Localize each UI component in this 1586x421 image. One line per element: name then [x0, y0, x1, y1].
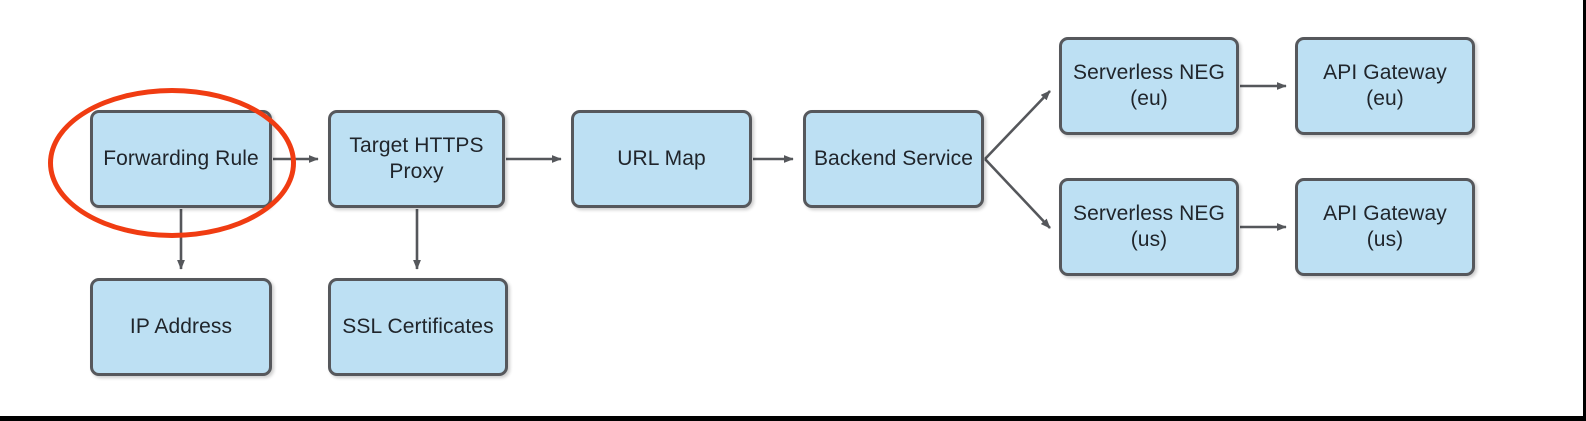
node-api-gateway-eu[interactable]: API Gateway (eu) [1295, 37, 1475, 135]
node-backend-service[interactable]: Backend Service [803, 110, 984, 208]
node-serverless-neg-eu[interactable]: Serverless NEG (eu) [1059, 37, 1239, 135]
edge-backend-service-to-serverless-neg-eu [984, 90, 1051, 160]
node-api-gateway-us[interactable]: API Gateway (us) [1295, 178, 1475, 276]
edge-backend-service-to-serverless-neg-us [984, 158, 1051, 229]
node-serverless-neg-us[interactable]: Serverless NEG (us) [1059, 178, 1239, 276]
node-ip-address[interactable]: IP Address [90, 278, 272, 376]
node-forwarding-rule[interactable]: Forwarding Rule [90, 110, 272, 208]
node-target-https-proxy[interactable]: Target HTTPS Proxy [328, 110, 505, 208]
node-url-map[interactable]: URL Map [571, 110, 752, 208]
node-ssl-certificates[interactable]: SSL Certificates [328, 278, 508, 376]
